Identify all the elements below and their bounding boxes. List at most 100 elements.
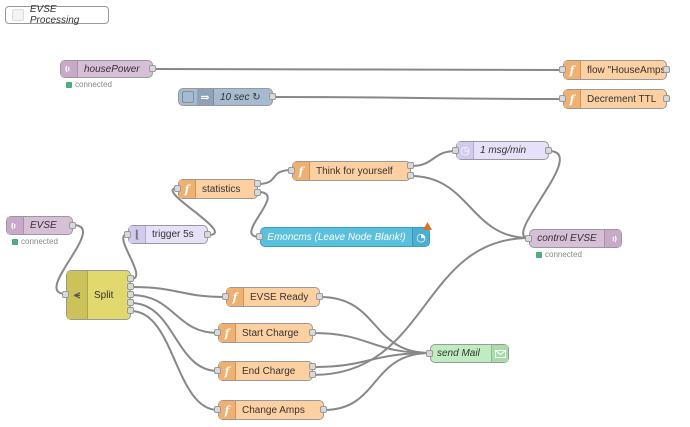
node-inject-10sec[interactable]: ⇒ 10 sec ↻ — [178, 88, 273, 106]
node-split[interactable]: ⪪ Split — [66, 270, 131, 320]
node-change-amps[interactable]: f Change Amps — [218, 400, 324, 420]
node-label: Change Amps — [242, 404, 305, 416]
wire — [522, 150, 561, 239]
timer-icon: ◷ — [457, 142, 474, 159]
output-port[interactable] — [407, 172, 414, 179]
input-port[interactable] — [452, 147, 459, 154]
input-port[interactable] — [174, 185, 181, 192]
node-control-evse[interactable]: control EVSE — [529, 229, 622, 248]
node-label: 1 msg/min — [480, 145, 527, 156]
arrow-in-icon: ⇒ — [197, 89, 214, 105]
node-start-charge[interactable]: f Start Charge — [218, 323, 313, 343]
input-port[interactable] — [525, 235, 532, 242]
node-label: Split — [94, 289, 114, 301]
inject-button[interactable] — [182, 91, 194, 103]
wire — [323, 352, 431, 411]
status-dot-icon — [12, 238, 18, 245]
node-emoncms[interactable]: Emoncms (Leave Node Blank!) ◔ — [260, 227, 430, 247]
wire — [55, 224, 84, 295]
output-port[interactable] — [254, 189, 261, 196]
wire — [171, 187, 216, 236]
output-port[interactable] — [127, 275, 134, 282]
output-port[interactable] — [407, 162, 414, 169]
node-evse-ready[interactable]: f EVSE Ready — [226, 287, 320, 307]
output-port[interactable] — [309, 329, 316, 336]
warning-triangle-icon — [423, 222, 432, 230]
wire — [152, 68, 564, 71]
input-port[interactable] — [426, 350, 433, 357]
wire — [130, 302, 219, 372]
wire — [257, 169, 293, 185]
node-1-msg-min[interactable]: ◷ 1 msg/min — [456, 141, 549, 160]
input-port[interactable] — [124, 231, 131, 238]
input-port[interactable] — [214, 367, 221, 374]
node-evse[interactable]: EVSE — [6, 216, 73, 235]
node-decrement-ttl[interactable]: f Decrement TTL — [563, 89, 667, 109]
node-statistics[interactable]: f statistics — [178, 179, 258, 199]
split-icon: ⪪ — [67, 271, 88, 319]
input-port[interactable] — [222, 293, 229, 300]
output-port[interactable] — [269, 93, 276, 100]
output-port[interactable] — [320, 406, 327, 413]
node-label: EVSE — [30, 220, 57, 231]
output-port[interactable] — [204, 231, 211, 238]
output-port[interactable] — [545, 147, 552, 154]
output-port[interactable] — [663, 95, 670, 102]
output-port[interactable] — [127, 291, 134, 298]
function-f-icon: f — [219, 324, 236, 342]
node-trigger-5s[interactable]: ⌊ trigger 5s — [128, 225, 208, 244]
function-f-icon: f — [227, 288, 244, 306]
node-label: trigger 5s — [152, 229, 194, 240]
wireless-icon — [7, 217, 24, 234]
function-f-icon: f — [219, 401, 236, 419]
status-dot-icon — [66, 81, 72, 88]
output-port[interactable] — [316, 293, 323, 300]
node-label: control EVSE — [537, 233, 597, 244]
output-port[interactable] — [127, 307, 134, 314]
output-port[interactable] — [254, 180, 261, 187]
input-port[interactable] — [62, 291, 69, 298]
wireless-icon — [61, 61, 78, 77]
wireless-icon — [604, 230, 621, 247]
trigger-bracket-icon: ⌊ — [129, 226, 146, 243]
output-port[interactable] — [127, 283, 134, 290]
node-housepower[interactable]: housePower — [60, 60, 153, 78]
input-port[interactable] — [214, 406, 221, 413]
node-label: EVSE Ready — [250, 291, 309, 303]
output-port[interactable] — [69, 222, 76, 229]
function-f-icon: f — [219, 362, 236, 380]
wire — [410, 175, 530, 239]
wire — [319, 296, 431, 354]
node-label: housePower — [84, 63, 140, 75]
output-port[interactable] — [309, 371, 316, 378]
wire — [272, 96, 564, 100]
input-port[interactable] — [256, 233, 263, 240]
status-connected: connected — [12, 237, 58, 246]
input-port[interactable] — [214, 329, 221, 336]
output-port[interactable] — [663, 66, 670, 73]
input-port[interactable] — [559, 66, 566, 73]
output-port[interactable] — [127, 299, 134, 306]
node-flow-houseamps[interactable]: f flow "HouseAmps" — [563, 60, 667, 80]
wire — [130, 310, 219, 411]
input-port[interactable] — [559, 95, 566, 102]
function-f-icon: f — [293, 162, 310, 180]
wire — [410, 150, 457, 167]
wire — [130, 286, 227, 298]
node-label: Start Charge — [242, 327, 299, 339]
comment-node[interactable]: EVSE Processing — [5, 4, 109, 26]
node-end-charge[interactable]: f End Charge — [218, 361, 313, 381]
node-label: flow "HouseAmps" — [587, 64, 666, 76]
comment-label: EVSE Processing — [29, 4, 80, 26]
function-f-icon: f — [564, 61, 581, 79]
node-label: send Mail — [437, 348, 480, 359]
wire — [130, 294, 219, 334]
node-label: Think for yourself — [316, 165, 393, 177]
output-port[interactable] — [309, 363, 316, 370]
input-port[interactable] — [288, 167, 295, 174]
node-think-for-yourself[interactable]: f Think for yourself — [292, 161, 411, 181]
node-send-mail[interactable]: send Mail — [430, 344, 509, 363]
node-label: End Charge — [242, 365, 296, 377]
output-port[interactable] — [149, 65, 156, 72]
envelope-icon — [491, 345, 508, 362]
